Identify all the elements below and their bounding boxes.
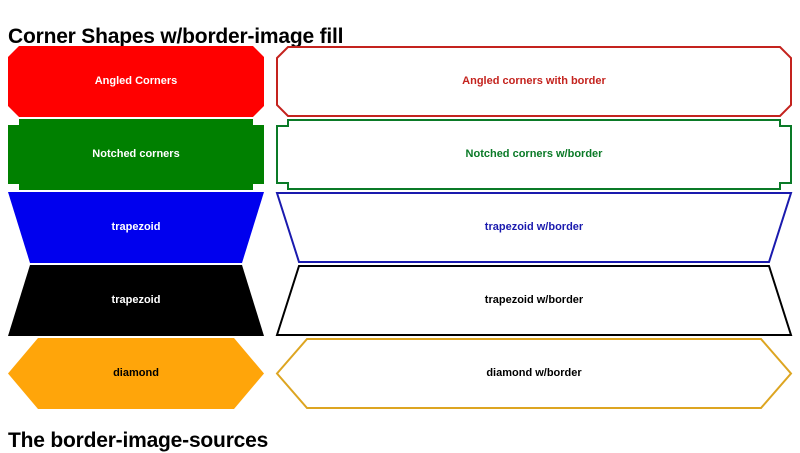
diamond-outline-icon <box>276 338 792 409</box>
angled-corners-outline-icon <box>276 46 792 117</box>
shape-row: Angled Corners Angled corners with borde… <box>0 46 800 117</box>
shape-row: Notched corners Notched corners w/border <box>0 119 800 190</box>
shape-row: trapezoid trapezoid w/border <box>0 192 800 263</box>
shape-notched-corners-filled: Notched corners <box>8 119 264 190</box>
shape-trapezoid-narrow-top-filled: trapezoid <box>8 265 264 336</box>
shape-trapezoid-narrow-top-outlined: trapezoid w/border <box>276 265 792 336</box>
trapezoid-outline-icon <box>276 192 792 263</box>
shape-label: trapezoid w/border <box>484 221 584 233</box>
notched-corners-outline-icon <box>276 119 792 190</box>
shape-diamond-filled: diamond <box>8 338 264 409</box>
shape-row: trapezoid trapezoid w/border <box>0 265 800 336</box>
shape-notched-corners-outlined: Notched corners w/border <box>276 119 792 190</box>
shape-label: trapezoid <box>111 221 161 233</box>
shape-diamond-outlined: diamond w/border <box>276 338 792 409</box>
page-title: Corner Shapes w/border-image fill <box>8 25 344 49</box>
shape-grid: Angled Corners Angled corners with borde… <box>0 46 800 411</box>
shape-label: Angled corners with border <box>462 75 606 87</box>
shape-label: trapezoid w/border <box>484 294 584 306</box>
shape-label: diamond <box>113 367 159 379</box>
shape-trapezoid-narrow-bottom-outlined: trapezoid w/border <box>276 192 792 263</box>
shape-angled-corners-filled: Angled Corners <box>8 46 264 117</box>
shape-trapezoid-narrow-bottom-filled: trapezoid <box>8 192 264 263</box>
shape-row: diamond diamond w/border <box>0 338 800 409</box>
section-title-border-image-sources: The border-image-sources <box>8 429 269 453</box>
trapezoid-outline-icon <box>276 265 792 336</box>
shape-label: Notched corners w/border <box>465 148 603 160</box>
shape-angled-corners-outlined: Angled corners with border <box>276 46 792 117</box>
shape-label: Notched corners <box>92 148 180 160</box>
shape-label: Angled Corners <box>94 75 178 87</box>
shape-label: trapezoid <box>111 294 161 306</box>
shape-label: diamond w/border <box>486 367 582 379</box>
